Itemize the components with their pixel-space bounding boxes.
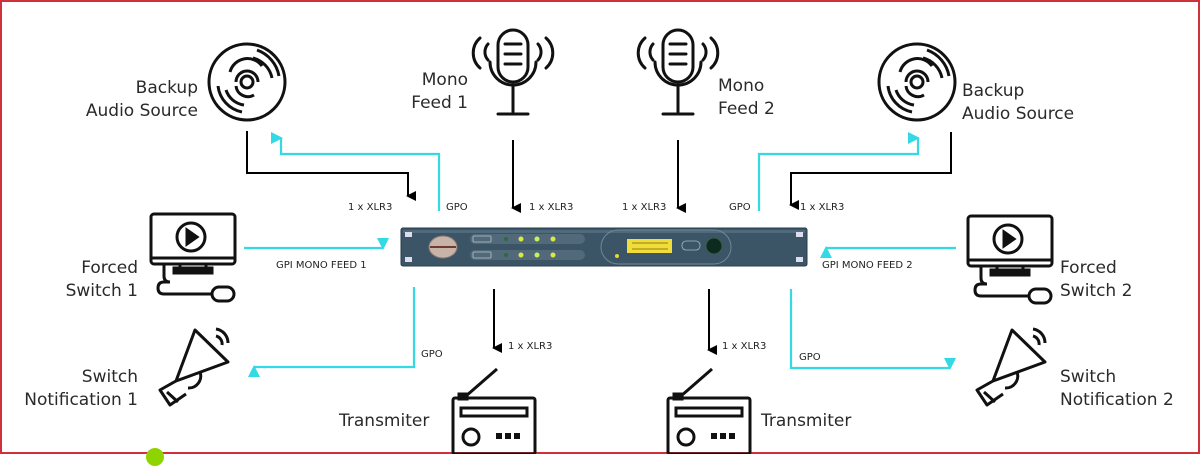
label-line: Backup <box>135 78 198 98</box>
label-line: Feed 2 <box>718 99 775 119</box>
computer-monitor-icon <box>149 212 237 303</box>
node-mono-feed-2-label: Mono Feed 2 <box>718 75 775 121</box>
label-line: Audio Source <box>85 101 198 121</box>
edge-label: 1 x XLR3 <box>348 202 393 213</box>
diagram-canvas <box>149 28 1054 454</box>
computer-monitor-icon <box>966 214 1054 305</box>
edge-label: 1 x XLR3 <box>622 202 667 213</box>
edge-label: GPO <box>729 202 751 213</box>
node-transmitter-2-label: Transmiter <box>761 411 852 431</box>
rack-ear-hole <box>405 232 412 237</box>
node-mono-feed-1-label: Mono Feed 1 <box>411 69 468 115</box>
lcd-display <box>627 239 672 253</box>
label-line: Switch 1 <box>65 281 138 301</box>
status-led <box>615 254 619 258</box>
node-backup-right-label: Backup Audio Source <box>962 80 1074 126</box>
rack-ear-hole <box>796 257 803 262</box>
microphone-icon <box>636 28 720 116</box>
diagram-frame <box>0 0 1200 454</box>
status-led <box>550 252 556 258</box>
status-dot <box>146 448 164 466</box>
rack-switcher-unit <box>400 227 808 267</box>
status-led <box>504 253 508 257</box>
status-led <box>534 252 540 258</box>
label-line: Switch <box>1060 367 1117 387</box>
edge-label: GPI MONO FEED 1 <box>276 260 367 271</box>
node-forced-switch-2-label: Forced Switch 2 <box>1060 257 1132 303</box>
label-line: Forced <box>81 258 138 278</box>
edge-label: GPO <box>446 202 468 213</box>
gpio-lines <box>244 132 956 377</box>
vinyl-disc-icon <box>207 42 287 122</box>
radio-icon <box>666 367 752 454</box>
edge-gpo-to-backup-right <box>757 132 920 211</box>
edge-label: 1 x XLR3 <box>529 202 574 213</box>
vinyl-disc-icon <box>877 42 957 122</box>
node-notification-2-label: Switch Notification 2 <box>1060 366 1174 412</box>
microphone-icon <box>471 28 555 116</box>
edge-label: GPI MONO FEED 2 <box>822 260 913 271</box>
edge-label: GPO <box>421 349 443 360</box>
status-led <box>518 252 524 258</box>
label-line: Mono <box>421 70 468 90</box>
label-line: Audio Source <box>962 104 1075 124</box>
status-led <box>534 236 540 242</box>
megaphone-icon <box>975 327 1047 407</box>
megaphone-icon <box>158 327 230 407</box>
radio-icon <box>451 367 537 454</box>
status-led <box>518 236 524 242</box>
xlr-signal-lines <box>246 131 952 355</box>
label-line: Notification 2 <box>1060 390 1174 410</box>
node-backup-left-label: Backup Audio Source <box>86 77 198 123</box>
label-line: Switch 2 <box>1060 281 1133 301</box>
edge-gpo-to-notify-1 <box>248 287 416 377</box>
node-transmitter-1-label: Transmiter <box>339 411 430 431</box>
rack-ear-hole <box>796 232 803 237</box>
status-led <box>504 237 508 241</box>
node-notification-1-label: Switch Notification 1 <box>24 366 138 412</box>
edge-backup-right-to-switcher <box>789 132 952 210</box>
edge-gpo-to-notify-2 <box>789 289 956 370</box>
control-knob <box>705 237 723 255</box>
label-line: Feed 1 <box>411 93 468 113</box>
label-line: Forced <box>1060 258 1117 278</box>
edge-gpo-to-backup-left <box>271 132 441 211</box>
edge-label: GPO <box>799 352 821 363</box>
label-line: Mono <box>718 76 765 96</box>
label-line: Switch <box>81 367 138 387</box>
label-line: Backup <box>962 81 1025 101</box>
status-led <box>550 236 556 242</box>
edge-backup-left-to-switcher <box>246 131 416 201</box>
node-forced-switch-1-label: Forced Switch 1 <box>66 257 138 303</box>
label-line: Notification 1 <box>24 390 138 410</box>
rack-ear-hole <box>405 257 412 262</box>
edge-label: 1 x XLR3 <box>722 341 767 352</box>
edge-label: 1 x XLR3 <box>508 341 553 352</box>
edge-label: 1 x XLR3 <box>800 202 845 213</box>
